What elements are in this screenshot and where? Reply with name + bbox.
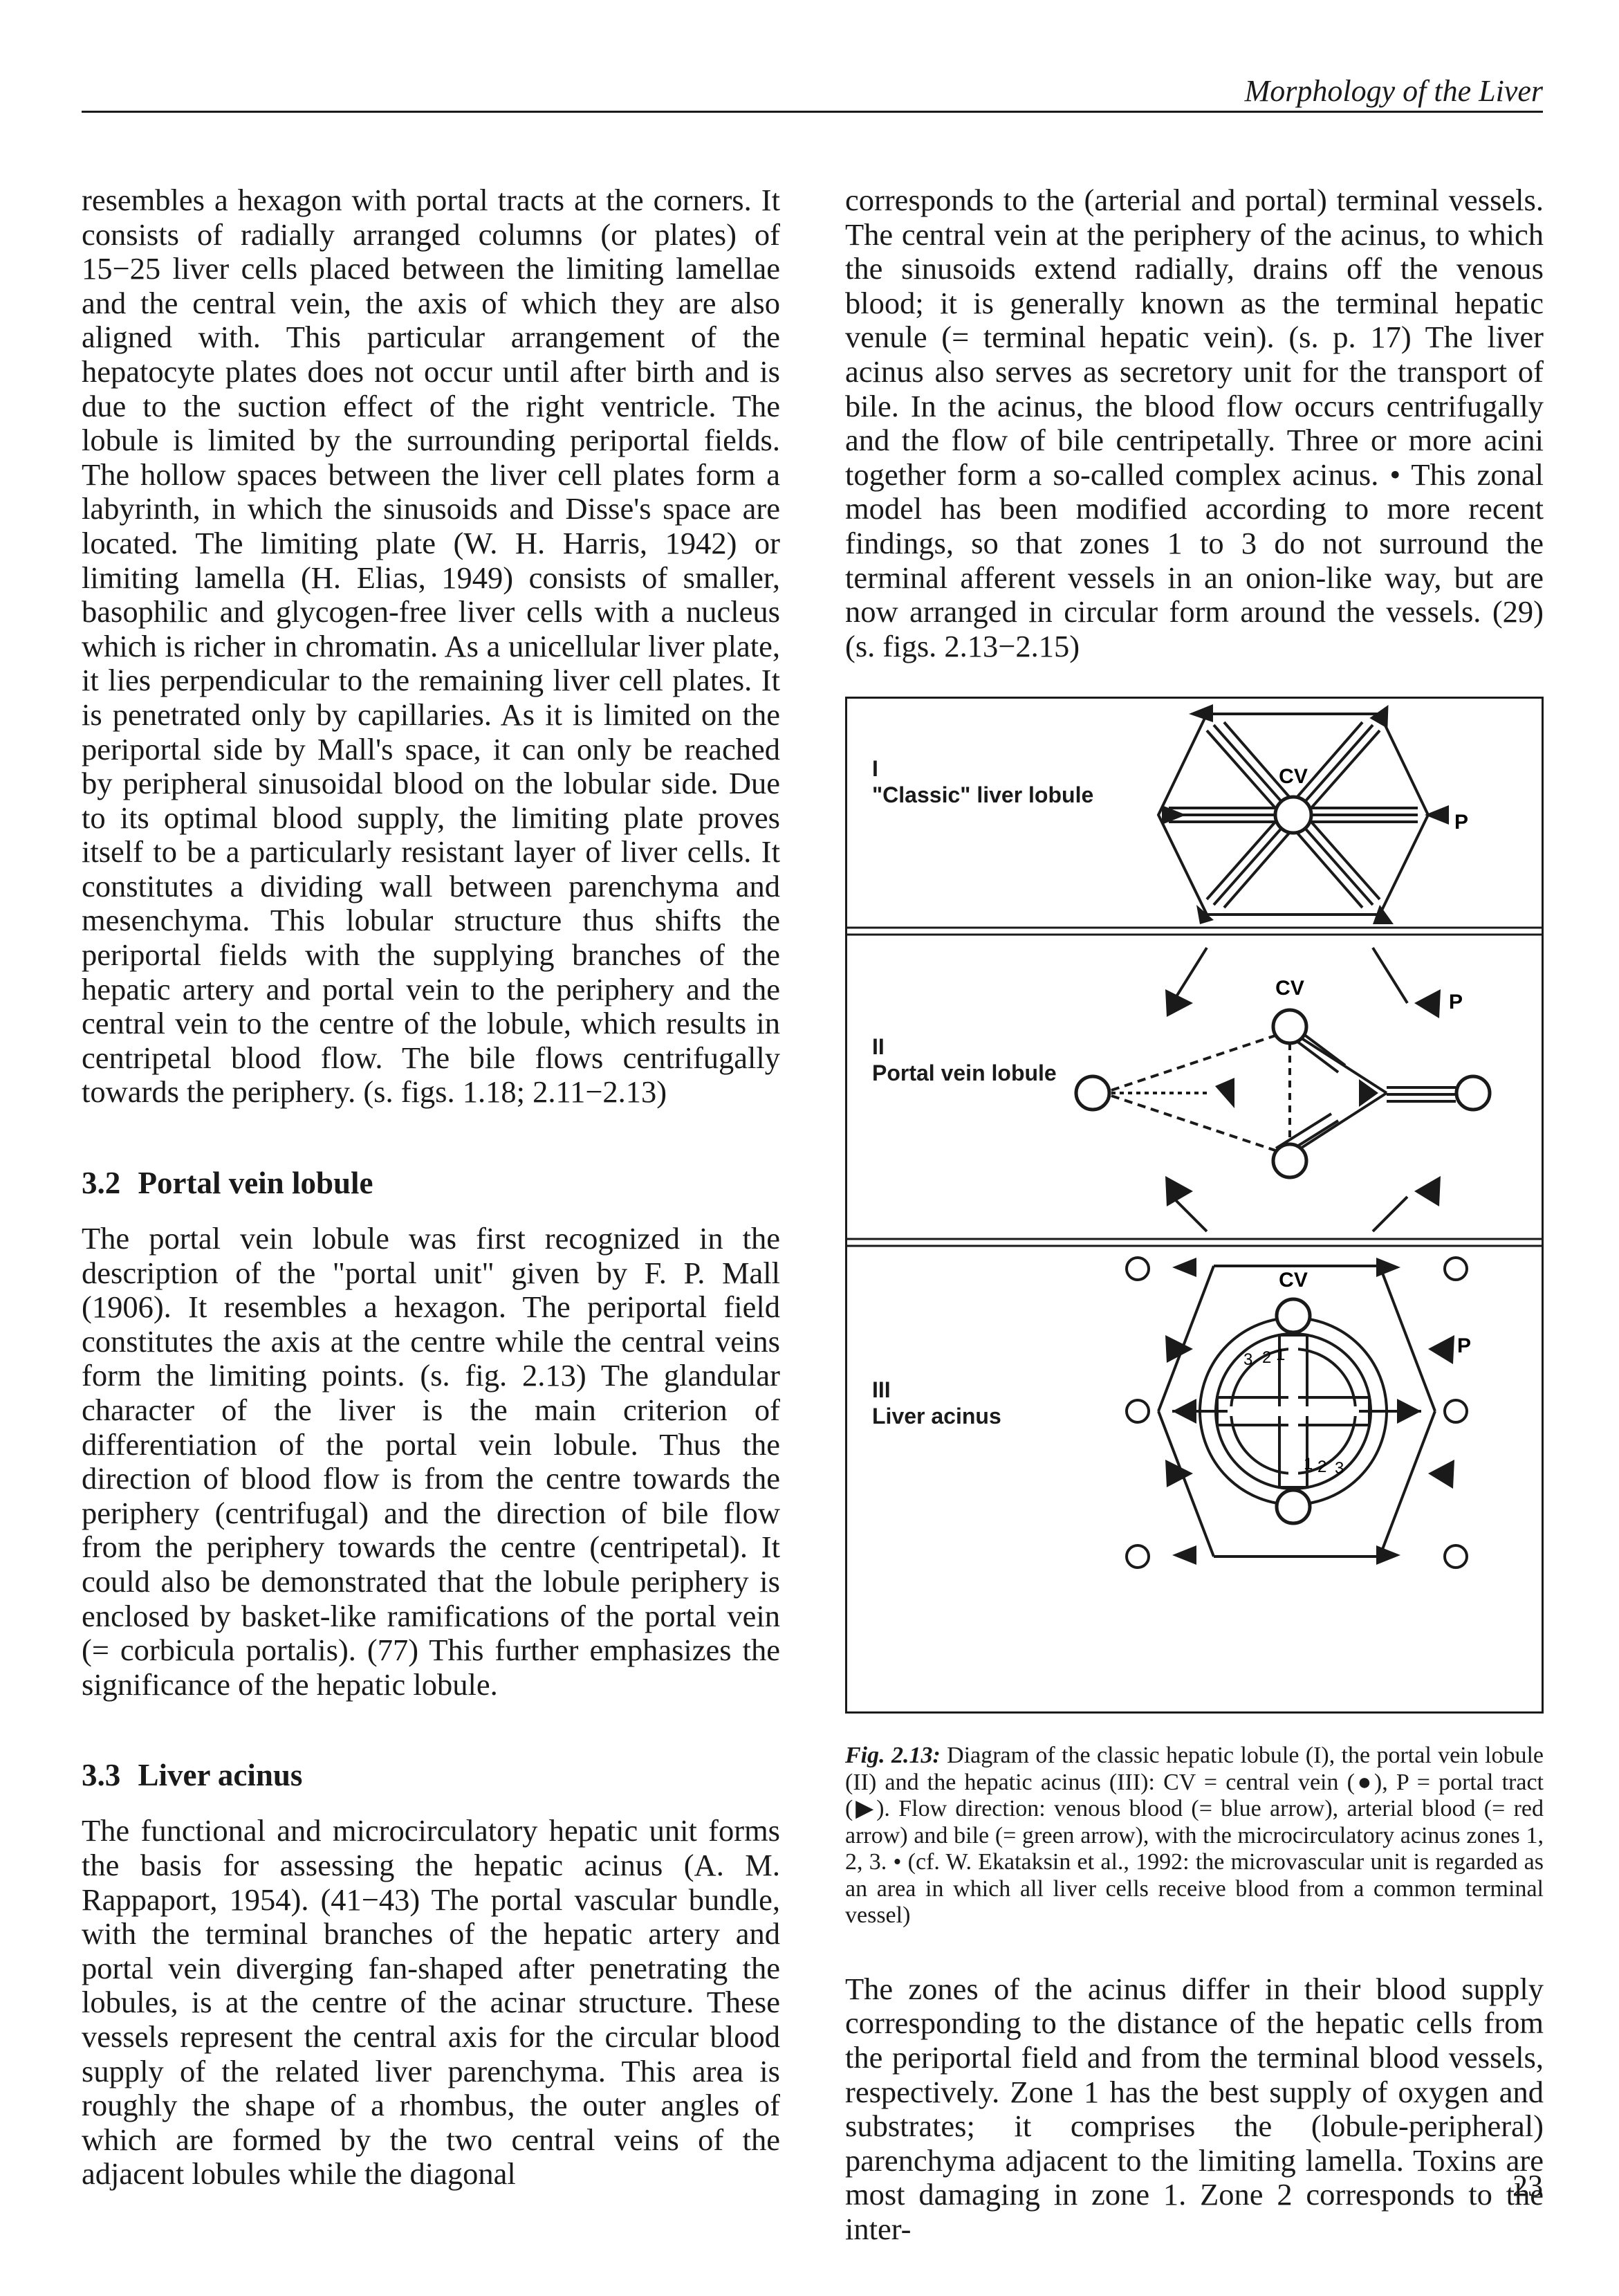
panel-1-label: I "Classic" liver lobule xyxy=(872,755,1093,808)
page-number: 23 xyxy=(1512,2169,1543,2203)
zone-3-label: 3 xyxy=(1243,1350,1252,1369)
panel-title: "Classic" liver lobule xyxy=(872,782,1094,808)
right-paragraph-1: corresponds to the (arterial and portal)… xyxy=(845,183,1544,663)
panel-numeral: III xyxy=(872,1377,891,1403)
panel-title: Liver acinus xyxy=(872,1404,1001,1429)
central-vein-icon xyxy=(1273,795,1313,835)
panel-title: Portal vein lobule xyxy=(872,1060,1057,1086)
portal-tract-icons xyxy=(1165,989,1441,1207)
section-heading-3-3: 3.3 Liver acinus xyxy=(82,1756,780,1794)
zone-1-label: 1 xyxy=(1304,1455,1313,1473)
left-column: resembles a hexagon with portal tracts a… xyxy=(82,183,780,2192)
section-title: Liver acinus xyxy=(138,1758,303,1793)
figure-caption: Fig. 2.13: Diagram of the classic hepati… xyxy=(845,1743,1544,1929)
central-vein-icon xyxy=(1271,1008,1308,1045)
liver-lobule-diagram: CV P xyxy=(847,704,1542,1570)
cv-label: CV xyxy=(1279,765,1308,788)
left-paragraph-1: resembles a hexagon with portal tracts a… xyxy=(82,183,780,1110)
panel-numeral: I xyxy=(872,756,878,782)
zone-2-label: 2 xyxy=(1262,1348,1271,1367)
central-vein-icon xyxy=(1271,1142,1308,1179)
zone-1-label: 1 xyxy=(1276,1346,1285,1364)
portal-tract-icons xyxy=(1162,704,1449,925)
figure-2-13: CV P xyxy=(845,697,1544,1714)
cv-label: CV xyxy=(1275,977,1304,1000)
zone-labels: 3 2 1 1 2 3 xyxy=(1243,1346,1344,1478)
section-3-2-text: The portal vein lobule was first recogni… xyxy=(82,1221,780,1702)
running-header: Morphology of the Liver xyxy=(82,69,1543,113)
p-label: P xyxy=(1457,1334,1471,1357)
central-vein-icon xyxy=(1275,1488,1312,1525)
outer-vein-icons xyxy=(1125,1256,1468,1570)
section-3-3-text: The functional and microcirculatory hepa… xyxy=(82,1813,780,2192)
cv-label: CV xyxy=(1279,1269,1308,1292)
panel-3-label: III Liver acinus xyxy=(872,1377,1001,1429)
caption-text: Diagram of the classic hepatic lobule (I… xyxy=(845,1743,1544,1929)
section-number: 3.2 xyxy=(82,1166,121,1201)
figure-label: Fig. 2.13: xyxy=(845,1743,941,1769)
p-label: P xyxy=(1454,811,1468,834)
zone-3-label: 3 xyxy=(1335,1459,1344,1478)
section-heading-3-2: 3.2 Portal vein lobule xyxy=(82,1164,780,1202)
p-label: P xyxy=(1449,991,1463,1013)
zone-2-label: 2 xyxy=(1317,1458,1326,1476)
panel-2-label: II Portal vein lobule xyxy=(872,1034,1057,1086)
central-vein-icon xyxy=(1454,1074,1492,1112)
running-title: Morphology of the Liver xyxy=(1244,74,1543,108)
right-paragraph-2: The zones of the acinus differ in their … xyxy=(845,1971,1544,2246)
panel-numeral: II xyxy=(872,1034,885,1060)
section-number: 3.3 xyxy=(82,1758,121,1793)
central-vein-icon xyxy=(1275,1297,1312,1334)
central-vein-icon xyxy=(1074,1074,1111,1112)
section-title: Portal vein lobule xyxy=(138,1166,373,1201)
portal-tract-icons xyxy=(1165,1258,1454,1565)
right-column: corresponds to the (arterial and portal)… xyxy=(845,183,1544,2247)
